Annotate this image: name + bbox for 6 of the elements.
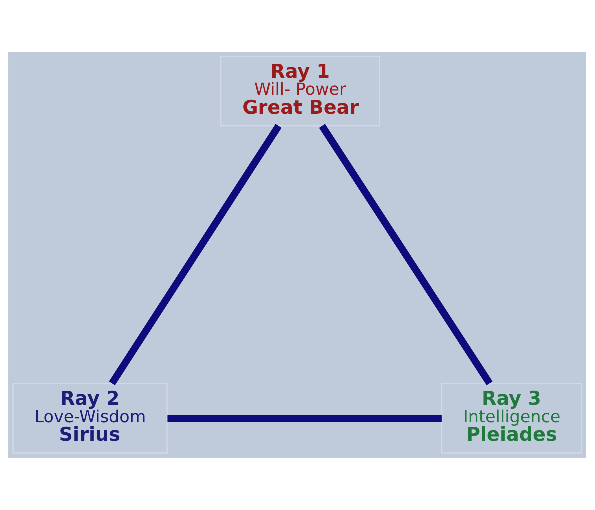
connector — [168, 415, 442, 422]
connector — [109, 124, 282, 386]
connector — [319, 124, 493, 386]
node-box: Ray 3 Intelligence Pleiades — [441, 383, 582, 454]
node-box: Ray 1 Will- Power Great Bear — [220, 56, 380, 127]
node-box: Ray 2 Love-Wisdom Sirius — [12, 383, 168, 454]
